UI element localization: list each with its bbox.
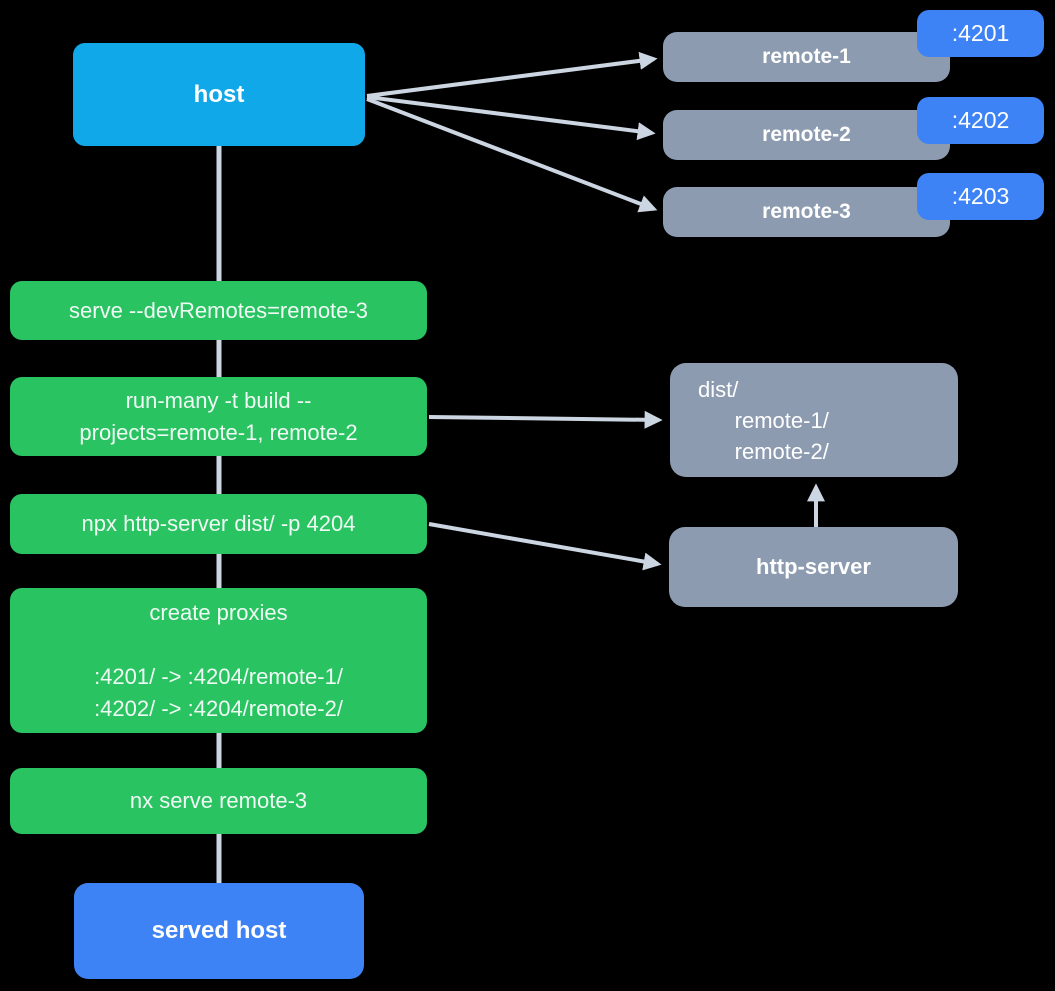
served-host-node: served host [74, 883, 364, 979]
port-badge-4201: :4201 [917, 10, 1044, 57]
edge-run-many-to-dist [428, 410, 663, 429]
port-badge-4202: :4202 [917, 97, 1044, 144]
port-badge-4203: :4203 [917, 173, 1044, 220]
dist-folder-node: dist/ remote-1/ remote-2/ [670, 363, 958, 477]
edge-host-to-remote-2 [366, 95, 656, 141]
remote-2-node: remote-2 [663, 110, 950, 160]
edge-http-server-cmd-to-http-server [428, 522, 662, 571]
command-create-proxies: create proxies :4201/ -> :4204/remote-1/… [10, 588, 427, 733]
command-serve-devremotes: serve --devRemotes=remote-3 [10, 281, 427, 340]
command-npx-http-server: npx http-server dist/ -p 4204 [10, 494, 427, 554]
command-nx-serve-remote-3: nx serve remote-3 [10, 768, 427, 834]
remote-1-node: remote-1 [663, 32, 950, 82]
command-run-many-build: run-many -t build -- projects=remote-1, … [10, 377, 427, 456]
host-node: host [73, 43, 365, 146]
edge-host-to-remote-3 [366, 97, 658, 213]
remote-3-node: remote-3 [663, 187, 950, 237]
http-server-node: http-server [669, 527, 958, 607]
edge-host-to-remote-1 [366, 51, 658, 98]
